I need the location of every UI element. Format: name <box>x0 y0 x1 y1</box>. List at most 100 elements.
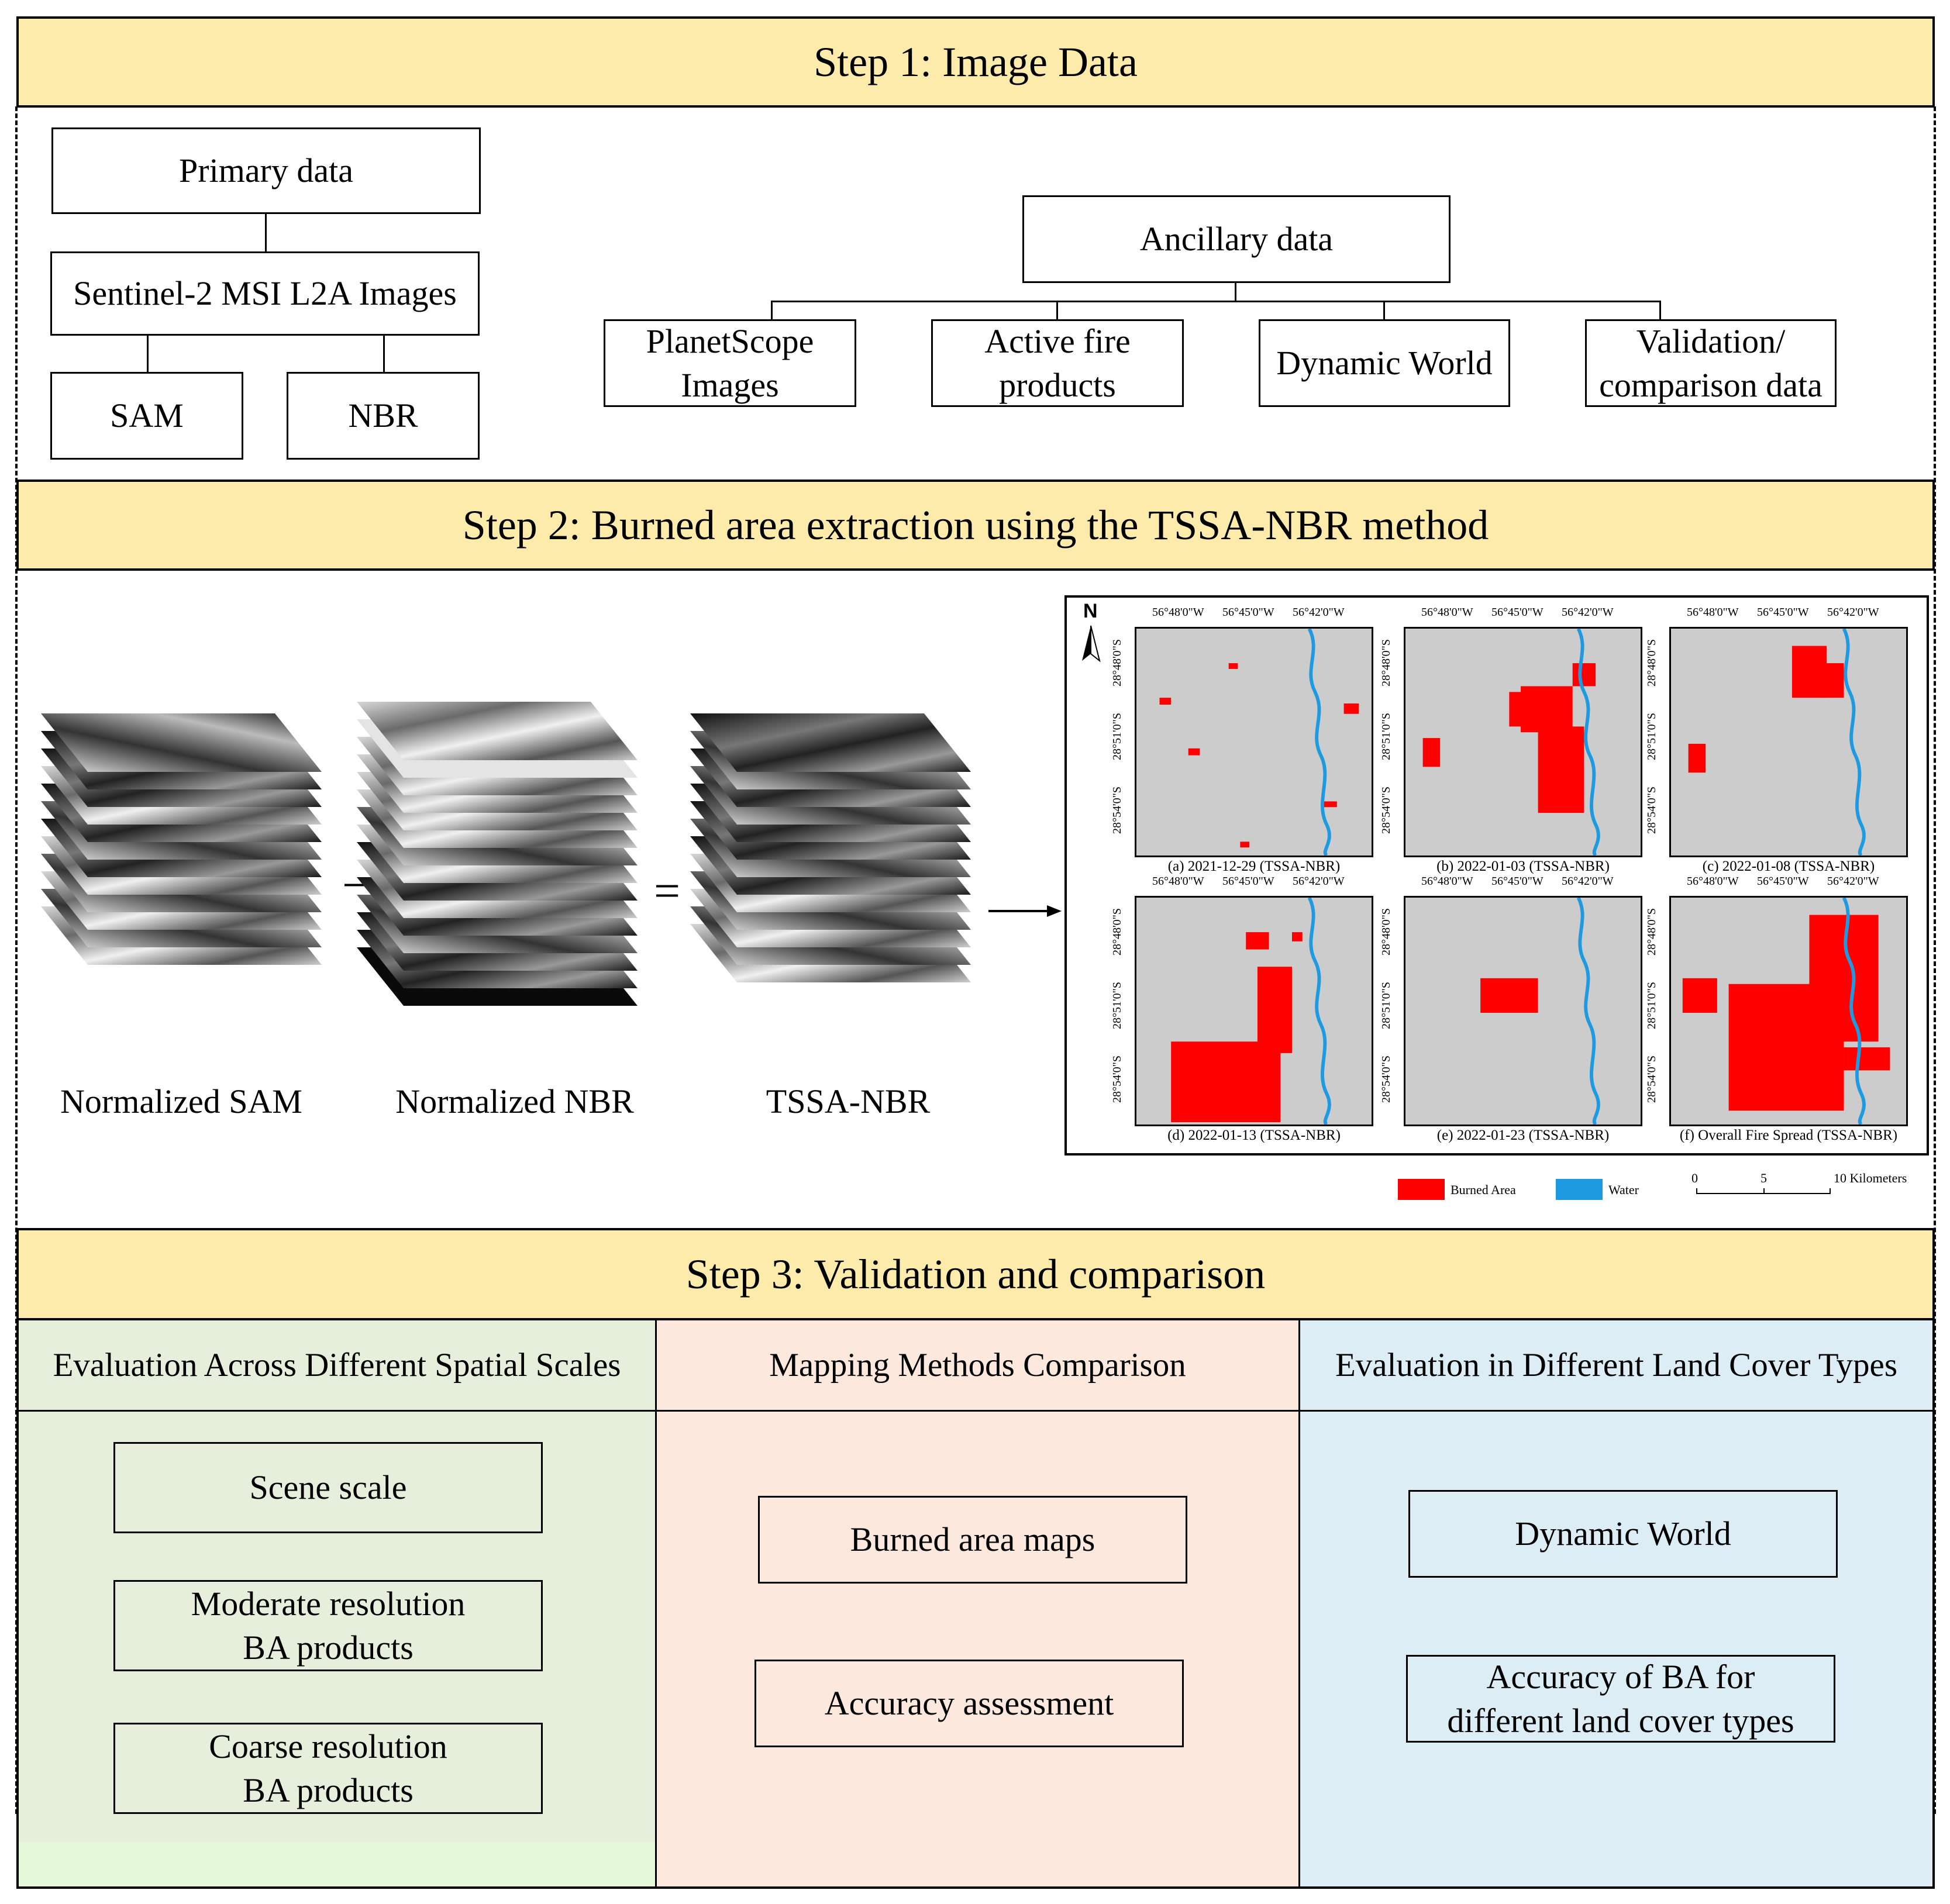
connector <box>1056 301 1058 319</box>
label-normalized-nbr: Normalized NBR <box>395 1082 634 1120</box>
lat-tick-label: 28°48'0"S <box>1110 639 1124 687</box>
land-cover-header-text: Evaluation in Different Land Cover Types <box>1335 1347 1898 1384</box>
sam-label: SAM <box>110 396 184 435</box>
lat-tick-label: 28°54'0"S <box>1110 1056 1124 1103</box>
map-panel <box>1404 627 1642 857</box>
step3-title: Step 3: Validation and comparison <box>685 1250 1266 1298</box>
moderate-resolution-label: Moderate resolution BA products <box>191 1584 466 1667</box>
sam-box: SAM <box>50 372 243 460</box>
burned-patch <box>1188 748 1200 756</box>
ancillary-data-box: Ancillary data <box>1022 195 1451 283</box>
dynamic-world-eval-label: Dynamic World <box>1515 1515 1731 1553</box>
column-land-cover <box>1298 1320 1932 1886</box>
burned-area-maps-box: Burned area maps <box>758 1496 1187 1584</box>
lon-tick-label: 56°48'0"W <box>1687 875 1739 888</box>
lon-tick-label: 56°42'0"W <box>1562 606 1614 619</box>
accuracy-land-cover-label: Accuracy of BA for different land cover … <box>1447 1657 1794 1740</box>
step1-banner: Step 1: Image Data <box>16 16 1935 108</box>
river <box>1576 629 1600 856</box>
lon-tick-label: 56°48'0"W <box>1152 875 1204 888</box>
map-legend: Burned Area Water 0 5 10 Kilometers <box>1392 1171 1918 1206</box>
burned-patch <box>1688 743 1706 773</box>
connector <box>771 301 1661 302</box>
water-legend-label: Water <box>1608 1182 1639 1197</box>
lon-tick-label: 56°45'0"W <box>1757 606 1809 619</box>
coarse-resolution-box: Coarse resolution BA products <box>113 1723 543 1814</box>
connector <box>265 214 267 251</box>
lat-tick-label: 28°54'0"S <box>1379 1056 1393 1103</box>
lat-tick-label: 28°54'0"S <box>1110 787 1124 834</box>
nbr-box: NBR <box>287 372 480 460</box>
burned-patch <box>1343 703 1359 714</box>
burned-patch <box>1682 978 1717 1013</box>
lon-tick-label: 56°45'0"W <box>1222 606 1274 619</box>
map-panel <box>1135 627 1373 857</box>
burned-patch <box>1228 663 1238 669</box>
normalized-nbr-stack <box>357 702 638 1006</box>
arrow-to-maps <box>988 905 1062 917</box>
lon-tick-label: 56°45'0"W <box>1491 875 1544 888</box>
scale-label-0: 0 <box>1691 1171 1698 1185</box>
burned-area-legend-label: Burned Area <box>1451 1182 1516 1197</box>
lat-tick-label: 28°48'0"S <box>1645 639 1658 687</box>
burned-patch <box>1821 663 1844 698</box>
burned-patch <box>1171 1041 1281 1123</box>
map-panel-caption: (f) Overall Fire Spread (TSSA-NBR) <box>1679 1127 1898 1143</box>
burned-patch <box>1572 663 1596 687</box>
burned-patch <box>1422 738 1441 767</box>
river <box>1842 898 1866 1125</box>
map-panel <box>1404 896 1642 1126</box>
nbr-label: NBR <box>348 396 418 435</box>
step2-title: Step 2: Burned area extraction using the… <box>462 501 1489 549</box>
burned-patch <box>1257 967 1292 1053</box>
river <box>1307 898 1331 1125</box>
mapping-methods-header-text: Mapping Methods Comparison <box>769 1347 1186 1384</box>
lon-tick-label: 56°42'0"W <box>1827 875 1879 888</box>
mapping-methods-header: Mapping Methods Comparison <box>657 1320 1298 1412</box>
map-panel-caption: (b) 2022-01-03 (TSSA-NBR) <box>1436 858 1610 874</box>
sentinel-label: Sentinel-2 MSI L2A Images <box>73 274 457 313</box>
sentinel-box: Sentinel-2 MSI L2A Images <box>50 251 480 336</box>
connector <box>1235 283 1236 302</box>
lon-tick-label: 56°48'0"W <box>1152 606 1204 619</box>
lon-tick-label: 56°45'0"W <box>1491 606 1544 619</box>
lon-tick-label: 56°48'0"W <box>1421 875 1473 888</box>
river <box>1576 898 1600 1125</box>
map-panel-caption: (a) 2021-12-29 (TSSA-NBR) <box>1167 858 1341 874</box>
burned-patch <box>1809 915 1879 1042</box>
lon-tick-label: 56°42'0"W <box>1562 875 1614 888</box>
land-cover-header: Evaluation in Different Land Cover Types <box>1300 1320 1932 1412</box>
lat-tick-label: 28°48'0"S <box>1110 908 1124 956</box>
normalized-sam-stack <box>41 713 322 965</box>
step3-banner: Step 3: Validation and comparison <box>16 1228 1935 1320</box>
map-panel <box>1669 896 1908 1126</box>
spatial-scales-header-text: Evaluation Across Different Spatial Scal… <box>53 1347 621 1384</box>
column-bottom-strip <box>19 1842 655 1886</box>
equals-sign: = <box>654 865 680 917</box>
lat-tick-label: 28°51'0"S <box>1645 713 1658 760</box>
lat-tick-label: 28°51'0"S <box>1379 982 1393 1029</box>
burned-patch <box>1321 801 1337 808</box>
burned-patch <box>1844 1047 1890 1071</box>
connector <box>1659 301 1661 319</box>
lat-tick-label: 28°48'0"S <box>1645 908 1658 956</box>
connector <box>147 336 149 372</box>
column-spatial-scales <box>19 1320 655 1886</box>
lat-tick-label: 28°51'0"S <box>1379 713 1393 760</box>
dynamic-world-label: Dynamic World <box>1276 344 1493 382</box>
label-normalized-sam: Normalized SAM <box>60 1082 302 1120</box>
scene-scale-label: Scene scale <box>249 1468 407 1507</box>
accuracy-assessment-box: Accuracy assessment <box>754 1660 1184 1747</box>
left-dashed-border <box>15 106 18 1814</box>
active-fire-box: Active fire products <box>931 319 1184 407</box>
step2-banner: Step 2: Burned area extraction using the… <box>16 480 1935 571</box>
lat-tick-label: 28°48'0"S <box>1379 908 1393 956</box>
right-dashed-border <box>1934 106 1936 1814</box>
active-fire-label: Active fire products <box>984 322 1131 404</box>
lat-tick-label: 28°51'0"S <box>1645 982 1658 1029</box>
dynamic-world-eval-box: Dynamic World <box>1408 1490 1838 1578</box>
map-panel <box>1669 627 1908 857</box>
river <box>1842 629 1866 856</box>
lon-tick-label: 56°42'0"W <box>1827 606 1879 619</box>
north-label: N <box>1083 600 1098 622</box>
